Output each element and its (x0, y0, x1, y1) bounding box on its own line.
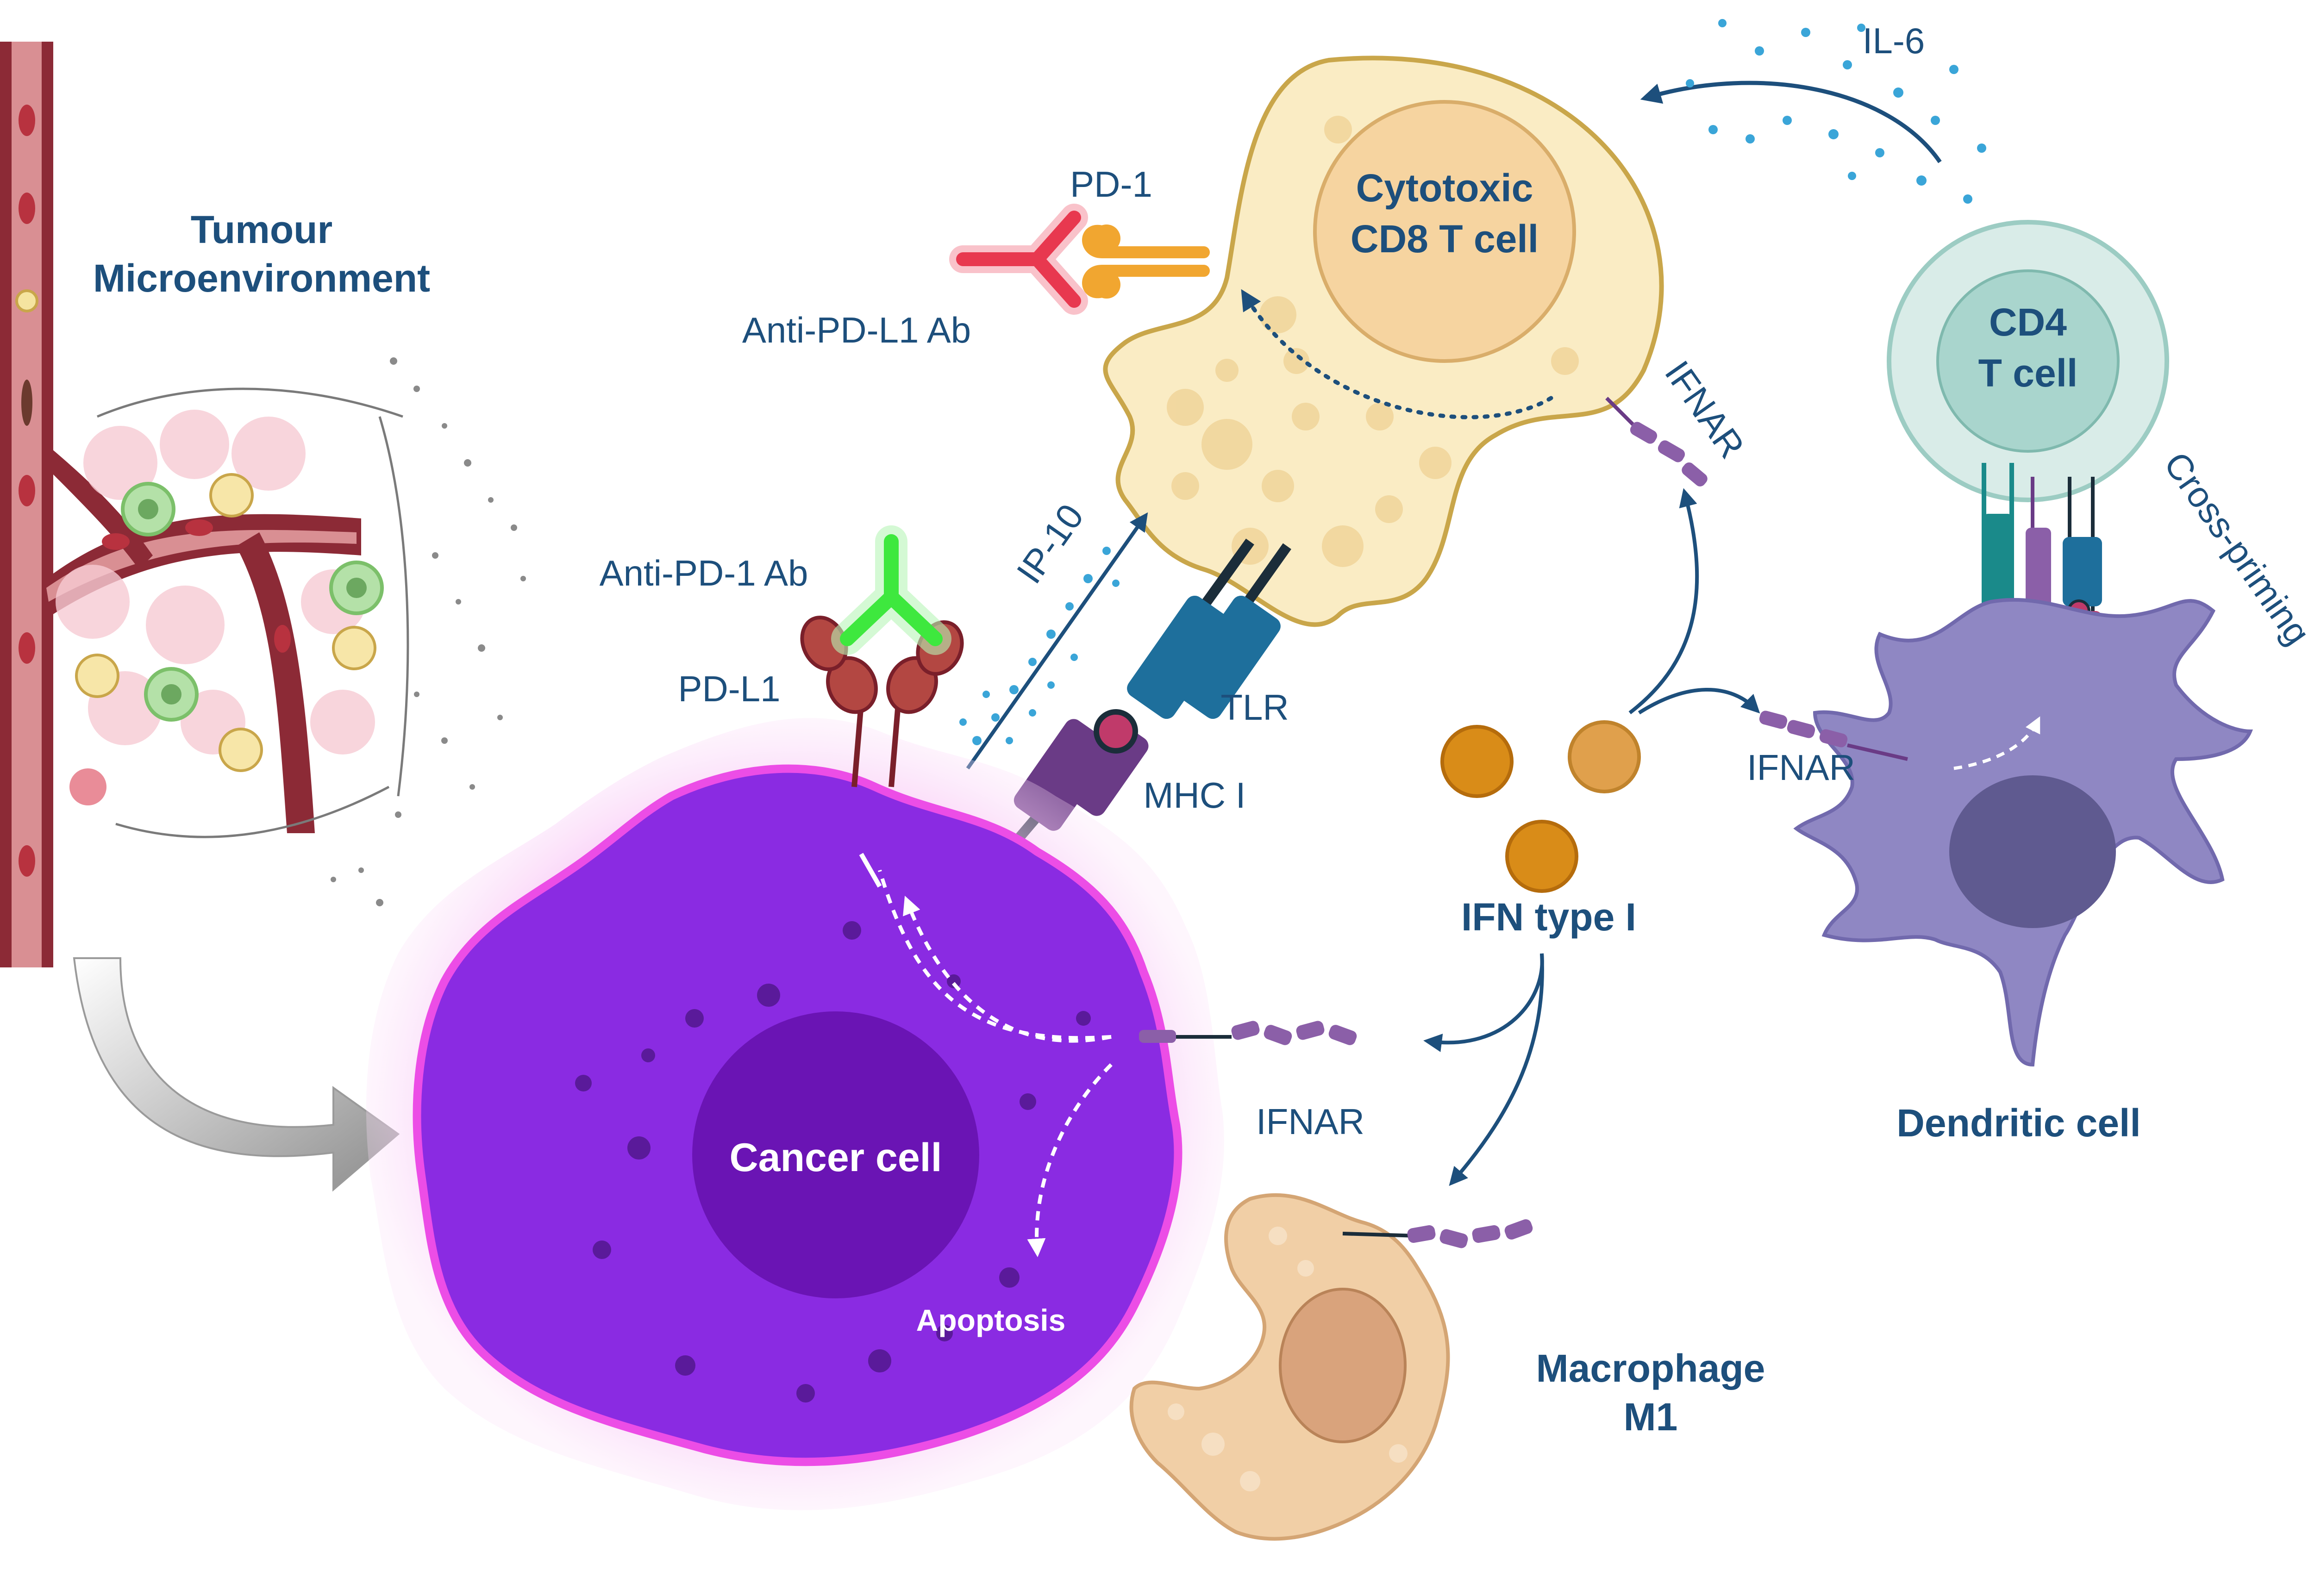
pd1-label: PD-1 (1070, 164, 1152, 205)
cd4-label-line1: CD4 (1989, 300, 2067, 344)
tlr-label: TLR (1220, 687, 1289, 728)
secreted-particles (331, 357, 526, 906)
macrophage-label-line1: Macrophage (1536, 1347, 1765, 1390)
pdl1-receptor (800, 616, 964, 787)
cd4-t-cell (1887, 220, 2169, 502)
tumour-label-line2: Microenvironment (93, 256, 430, 300)
anti-pd1-antibody (831, 525, 951, 655)
ifnar-cancer-receptor (1139, 1021, 1357, 1045)
cd8-label-line2: CD8 T cell (1351, 217, 1539, 261)
cd8-label-line1: Cytotoxic (1356, 166, 1533, 210)
cancer-label: Cancer cell (730, 1135, 942, 1180)
ip10-label: IP-10 (1008, 497, 1091, 591)
cd4-label-line2: T cell (1978, 351, 2078, 395)
anti-pdl1-label: Anti-PD-L1 Ab (742, 310, 971, 350)
dendritic-cell (1793, 598, 2253, 1067)
macrophage-m1 (1129, 1193, 1533, 1541)
pdl1-label: PD-L1 (678, 668, 780, 709)
anti-pdl1-antibody (949, 204, 1088, 315)
il6-secretion (1640, 19, 1986, 204)
macrophage-label-line2: M1 (1624, 1395, 1678, 1439)
anti-pd1-label: Anti-PD-1 Ab (600, 553, 808, 593)
tumour-label-line1: Tumour (191, 208, 332, 251)
ifnar-dc-receptor (1759, 711, 1908, 761)
cancer-cell (366, 718, 1224, 1510)
ifn-type1-label: IFN type I (1461, 895, 1636, 939)
pd1-receptor (1082, 224, 1210, 299)
blood-vessel (0, 42, 361, 967)
tumour-cell-cluster (56, 387, 409, 838)
mhc1-label: MHC I (1144, 775, 1246, 816)
il6-label: IL-6 (1863, 20, 1925, 61)
ifnar-tcell-receptor (1605, 397, 1708, 486)
apoptosis-label: Apoptosis (916, 1303, 1066, 1337)
ifnar-cancer-label: IFNAR (1256, 1101, 1364, 1142)
ifn-signal-arrows (1423, 488, 1760, 1186)
grey-curved-arrow (73, 957, 400, 1192)
ip10-secretion (959, 512, 1148, 770)
ifn-type1-particles (1440, 720, 1641, 893)
cd8-t-cell (1103, 56, 1664, 627)
dendritic-label: Dendritic cell (1896, 1101, 2141, 1145)
ifnar-dc-label: IFNAR (1747, 747, 1855, 788)
